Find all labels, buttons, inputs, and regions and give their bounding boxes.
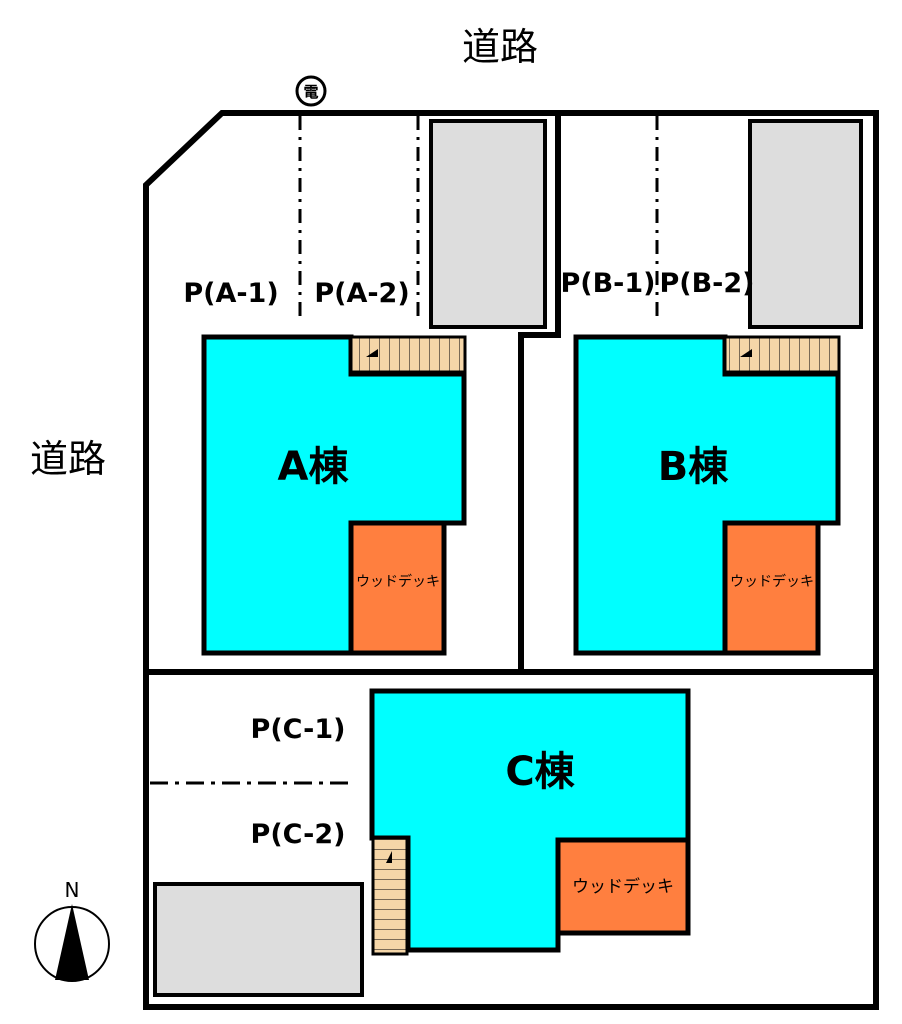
shed-b [748,119,863,329]
compass-icon: N [34,878,110,982]
building-b-label: B棟 [658,444,729,490]
stairs-b [723,335,841,374]
deck-b [722,520,821,656]
building-a-label: A棟 [278,444,350,490]
compass-label: N [65,878,80,902]
lot-divider-ab [518,113,561,672]
deck-a-label: ウッドデッキ [356,573,440,590]
deck-c [555,837,691,936]
deck-b-label: ウッドデッキ [730,573,814,590]
road-label-left: 道路 [30,437,106,481]
deck-a [348,520,447,656]
parking-label-a1: P(A-1) [183,278,278,309]
stairs-a-arrow-icon [366,349,378,357]
deck-c-label: ウッドデッキ [572,876,674,897]
stairs-a [349,335,467,374]
utility-pole-label: 電 [303,83,318,101]
parking-label-c2: P(C-2) [251,819,346,850]
site-boundary [143,110,879,1010]
utility-pole-icon: 電 [295,75,327,107]
stairs-c-arrow-icon [386,851,392,863]
parking-label-a2: P(A-2) [314,278,409,309]
building-c-label: C棟 [505,749,575,795]
parking-label-b1: P(B-1) [560,268,655,299]
parking-label-b2: P(B-2) [659,268,754,299]
road-label-top: 道路 [462,25,538,69]
shed-c [153,882,364,997]
shed-a [429,119,547,329]
parking-label-c1: P(C-1) [251,714,346,745]
stairs-b-arrow-icon [740,349,752,357]
